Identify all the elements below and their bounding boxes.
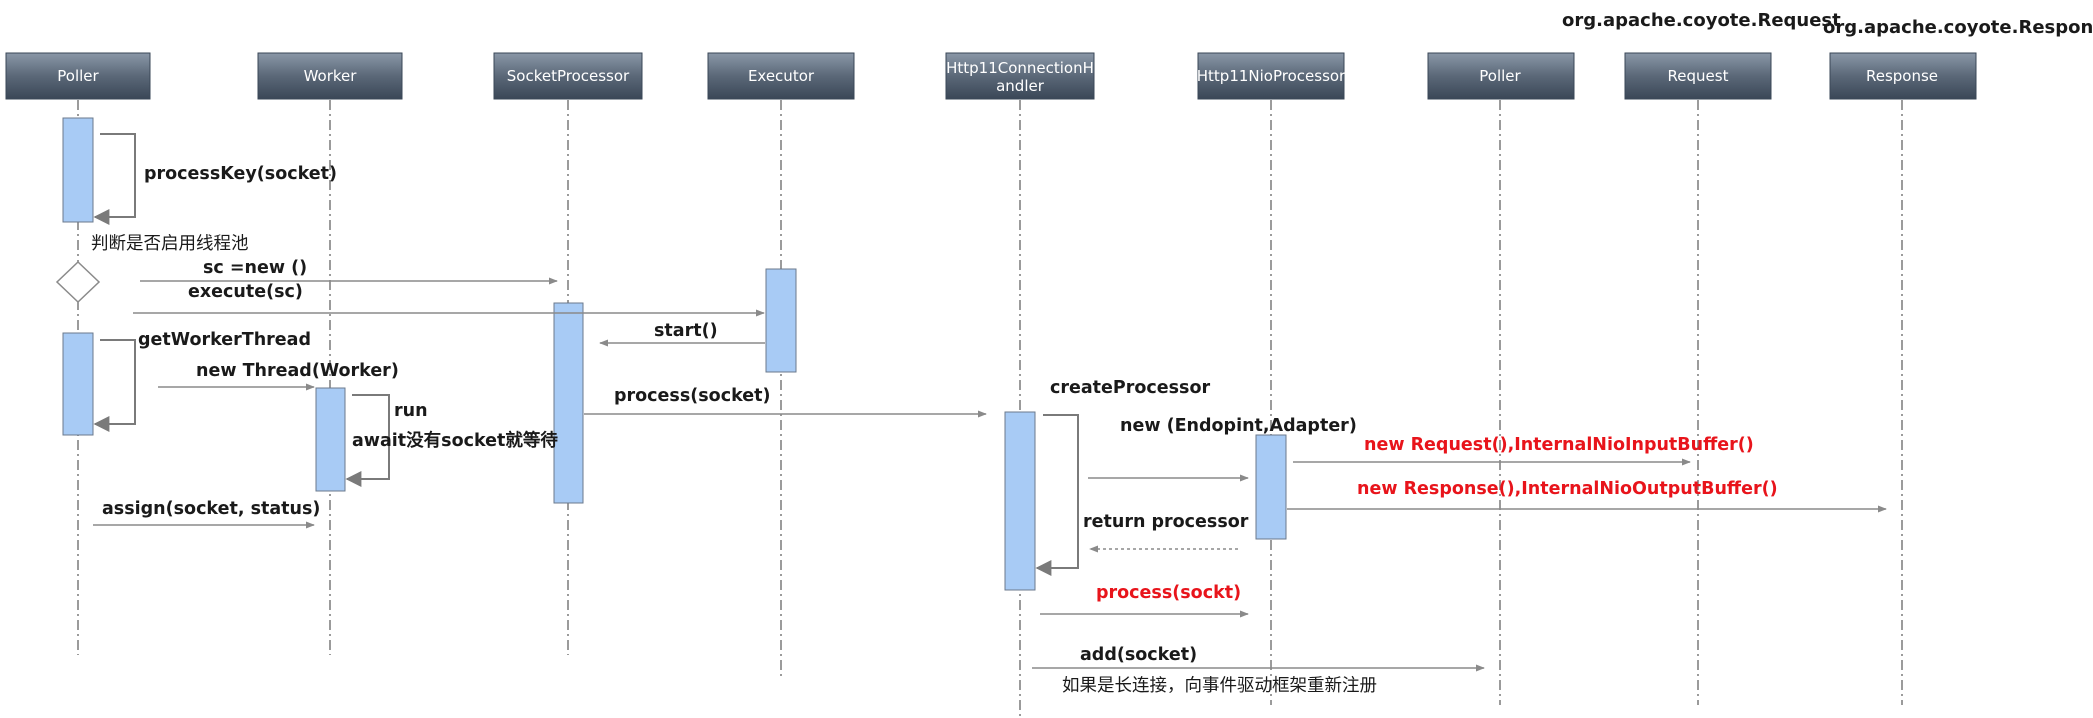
participant-socketprocessor: SocketProcessor (493, 52, 643, 100)
participant-label: Poller (57, 67, 99, 85)
msg-createprocessor: createProcessor (1050, 378, 1210, 398)
activation-poller-1 (62, 117, 94, 223)
self-call-getworkerthread (93, 339, 136, 432)
msg-assign: assign(socket, status) (102, 499, 320, 519)
participant-label: SocketProcessor (507, 67, 630, 85)
msg-await: await没有socket就等待 (352, 430, 558, 451)
participant-label: Response (1866, 67, 1938, 85)
decision-diamond (55, 260, 101, 304)
msg-sc-new: sc =new () (203, 258, 307, 278)
participant-response: Response (1829, 52, 1977, 100)
activation-http11handler (1004, 411, 1036, 591)
participant-label: Http11NioProcessor (1197, 67, 1346, 85)
msg-processkey: processKey(socket) (144, 164, 337, 184)
participant-label: Executor (748, 67, 815, 85)
participant-poller2: Poller (1427, 52, 1575, 100)
participant-label-line2: andler (996, 77, 1045, 95)
participant-label: Poller (1479, 67, 1521, 85)
self-call-createprocessor (1035, 414, 1079, 576)
self-call-processkey (93, 133, 136, 225)
note-decide-threadpool: 判断是否启用线程池 (91, 234, 249, 254)
activation-socketprocessor (553, 302, 584, 504)
activation-http11nioprocessor (1255, 434, 1287, 540)
msg-process-socket: process(socket) (614, 386, 770, 406)
activation-poller-2 (62, 332, 94, 436)
activation-executor (765, 268, 797, 373)
note-keepalive: 如果是长连接，向事件驱动框架重新注册 (1062, 676, 1377, 696)
msg-new-endpoint: new (Endopint,Adapter) (1120, 416, 1357, 436)
msg-run: run (394, 401, 428, 421)
self-call-run (345, 394, 390, 487)
request-class-label: org.apache.coyote.Request (1562, 10, 1841, 31)
participant-label-line1: Http11ConnectionH (946, 59, 1094, 77)
participant-http11connectionhandler: Http11ConnectionH andler (945, 52, 1095, 100)
msg-new-response: new Response(),InternalNioOutputBuffer() (1357, 479, 1778, 499)
participant-http11nioprocessor: Http11NioProcessor (1197, 52, 1346, 100)
activation-worker (315, 387, 346, 492)
msg-start: start() (654, 321, 718, 341)
participant-worker: Worker (257, 52, 403, 100)
participant-executor: Executor (707, 52, 855, 100)
participant-label: Request (1668, 67, 1729, 85)
msg-return-processor: return processor (1083, 512, 1249, 532)
participant-poller: Poller (5, 52, 151, 100)
participant-request: Request (1624, 52, 1772, 100)
msg-new-thread: new Thread(Worker) (196, 361, 399, 381)
msg-getworkerthread: getWorkerThread (138, 330, 311, 350)
response-class-label: org.apache.coyote.Response (1823, 17, 2093, 38)
msg-process-sockt: process(sockt) (1096, 583, 1241, 603)
msg-new-request: new Request(),InternalNioInputBuffer() (1364, 435, 1754, 455)
msg-execute: execute(sc) (188, 282, 303, 302)
participant-label: Worker (304, 67, 358, 85)
msg-add-socket: add(socket) (1080, 645, 1197, 665)
